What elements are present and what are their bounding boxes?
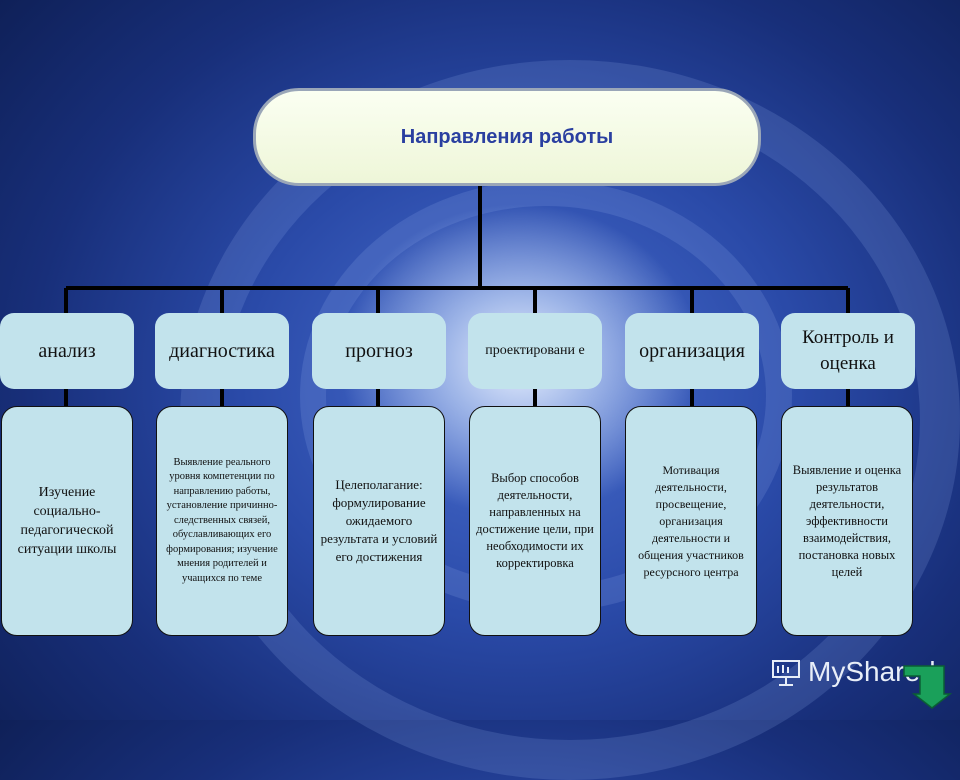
column-heading: Контроль и оценка [802,327,894,374]
column-heading: прогноз [345,339,413,362]
diagram-title-box: Направления работы [253,88,761,186]
column-description-box: Целеполагание: формулирование ожидаемого… [313,406,445,636]
presentation-board-icon [772,660,800,686]
next-arrow-icon[interactable] [902,660,952,710]
column-description: Выявление и оценка результатов деятельно… [792,462,902,579]
column-heading-box: проектировани е [468,313,602,389]
column-heading-box: анализ [0,313,134,389]
column-description-box: Выявление реального уровня компетенции п… [156,406,288,636]
column-description: Мотивация деятельности, просвещение, орг… [638,462,744,579]
column-description-box: Выбор способов деятельности, направленны… [469,406,601,636]
column-heading-box: прогноз [312,313,446,389]
column-description-box: Мотивация деятельности, просвещение, орг… [625,406,757,636]
column-heading: организация [639,339,745,362]
column-heading: анализ [38,339,96,362]
column-description: Целеполагание: формулирование ожидаемого… [320,477,438,564]
column-heading-box: организация [625,313,759,389]
column-description-box: Выявление и оценка результатов деятельно… [781,406,913,636]
column-heading: диагностика [169,339,275,362]
column-description: Выбор способов деятельности, направленны… [476,471,594,570]
connector-lines [64,186,850,406]
column-heading-box: диагностика [155,313,289,389]
column-description-box: Изучение социально-педагогической ситуац… [1,406,133,636]
column-heading-box: Контроль и оценка [781,313,915,389]
diagram-title: Направления работы [400,125,614,148]
column-heading: проектировани е [485,343,585,358]
column-description: Выявление реального уровня компетенции п… [166,456,278,584]
column-description: Изучение социально-педагогической ситуац… [17,485,117,557]
